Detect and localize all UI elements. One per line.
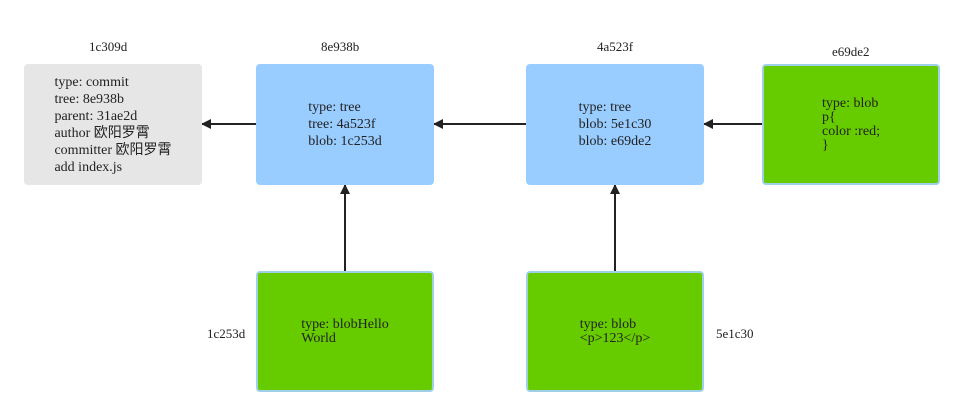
blob-p-hash-label: 5e1c30 (716, 326, 754, 341)
commit-node-text: type: commit tree: 8e938b parent: 31ae2d… (54, 74, 172, 175)
blob-css-node-text: type: blob p{ color :red; } (822, 95, 880, 153)
blob-hello-node: type: blobHello World (256, 271, 434, 392)
blob-p-node: type: blob <p>123</p> (526, 271, 704, 392)
blob-p-node-text: type: blob <p>123</p> (579, 316, 651, 346)
blob-hello-node-text: type: blobHello World (301, 316, 389, 346)
tree-sub-node-text: type: tree blob: 5e1c30 blob: e69de2 (578, 100, 652, 149)
blob-hello-hash-label: 1c253d (207, 326, 246, 341)
tree-root-hash-label: 8e938b (321, 39, 360, 54)
tree-root-node: type: tree tree: 4a523f blob: 1c253d (256, 64, 434, 185)
commit-node: type: commit tree: 8e938b parent: 31ae2d… (24, 64, 202, 185)
blob-css-hash-label: e69de2 (832, 44, 870, 59)
blob-css-node: type: blob p{ color :red; } (762, 64, 940, 185)
tree-sub-hash-label: 4a523f (597, 39, 634, 54)
tree-root-node-text: type: tree tree: 4a523f blob: 1c253d (308, 100, 382, 149)
tree-sub-node: type: tree blob: 5e1c30 blob: e69de2 (526, 64, 704, 185)
commit-hash-label: 1c309d (89, 39, 128, 54)
